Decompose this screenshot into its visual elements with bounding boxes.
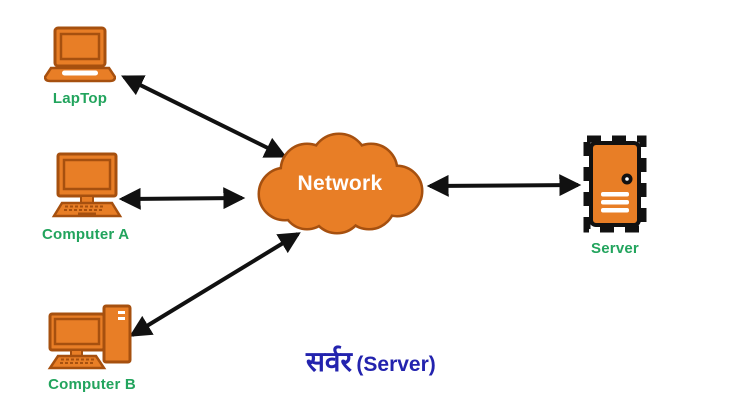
arrow-network-server [426,174,582,197]
caption: सर्वर (Server) [306,342,436,380]
computer-a-label: Computer A [42,226,130,243]
caption-hindi: सर्वर [306,346,352,377]
network-cloud-shape [257,132,424,235]
computer-a-node: Computer A [42,152,129,243]
laptop-node: LapTop [44,26,116,107]
network-label: Network [297,171,383,195]
laptop-label: LapTop [52,90,108,107]
computer-b-label: Computer B [48,376,136,393]
computer-b-node: Computer B [46,304,138,393]
laptop-icon [44,26,116,83]
server-label: Server [591,240,639,257]
server-node: Server [582,134,648,257]
caption-latin: (Server) [356,353,436,376]
desktop-computer-a-icon [51,152,122,218]
arrow-laptop-network [121,75,287,158]
desktop-computer-b-icon [47,304,132,370]
arrow-computer-a-network [118,187,246,210]
arrow-computer-b-network [129,232,301,337]
server-icon [583,135,647,233]
network-node: Network [248,128,432,245]
